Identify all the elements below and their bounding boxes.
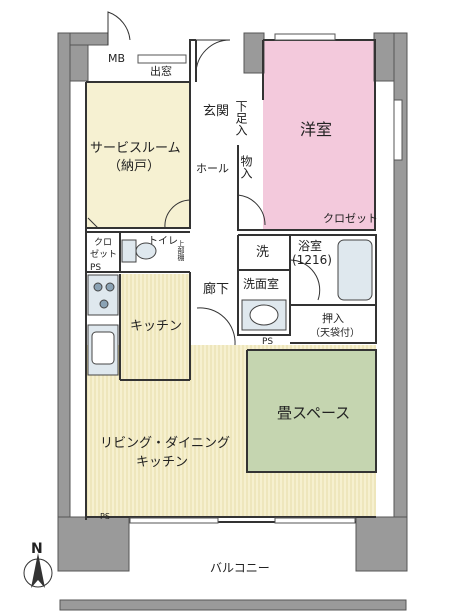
label-ps-1: PS — [90, 263, 101, 273]
western-room-fill — [263, 40, 375, 230]
label-ldk-2: キッチン — [136, 455, 188, 470]
label-service-room-1: サービスルーム — [90, 141, 181, 156]
service-room-fill — [86, 82, 190, 228]
compass-n: N — [31, 541, 43, 557]
label-upper-shelf: 上部棚 — [177, 239, 185, 262]
label-toilet: トイレ — [148, 236, 178, 247]
label-youshitsu: 洋室 — [300, 120, 332, 139]
label-monoire: 物入 — [239, 155, 253, 179]
label-ps-2: PS — [262, 337, 273, 347]
label-senmenshitsu: 洗面室 — [243, 276, 279, 291]
ldk-floor-kitchen — [120, 274, 190, 346]
kitchen-stove — [87, 274, 119, 316]
label-getabako: 下足入 — [234, 100, 248, 136]
label-demado: 出窓 — [150, 64, 172, 78]
outer-walls — [57, 32, 408, 611]
label-bath-1: 浴室 — [298, 238, 322, 253]
label-rouka: 廊下 — [203, 281, 229, 297]
label-closet-small-2: ゼット — [90, 248, 117, 260]
label-balcony: バルコニー — [210, 561, 270, 575]
label-ps-3: PS — [100, 512, 110, 521]
label-genkan: 玄関 — [203, 104, 229, 119]
label-oshiire-2: （天袋付） — [310, 326, 360, 339]
label-service-room-2: （納戸） — [108, 159, 160, 174]
washbasin — [241, 299, 287, 331]
label-bath-2: (1216) — [292, 253, 332, 267]
door-swings — [87, 11, 321, 346]
label-mb: MB — [108, 52, 125, 65]
bathtub — [337, 239, 373, 301]
north-compass — [23, 553, 53, 588]
label-hall: ホール — [196, 162, 229, 175]
label-sen: 洗 — [256, 245, 269, 260]
label-closet-small-1: クロ — [94, 237, 112, 248]
label-kitchen: キッチン — [130, 319, 182, 334]
tatami-fill — [247, 350, 376, 472]
label-ldk-1: リビング・ダイニング — [100, 436, 230, 451]
kitchen-sink — [87, 324, 119, 376]
label-oshiire-1: 押入 — [322, 311, 344, 325]
toilet-fixture — [121, 239, 157, 263]
windows — [129, 33, 403, 524]
label-tatami: 畳スペース — [277, 404, 350, 422]
label-closet: クロゼット — [323, 212, 378, 225]
